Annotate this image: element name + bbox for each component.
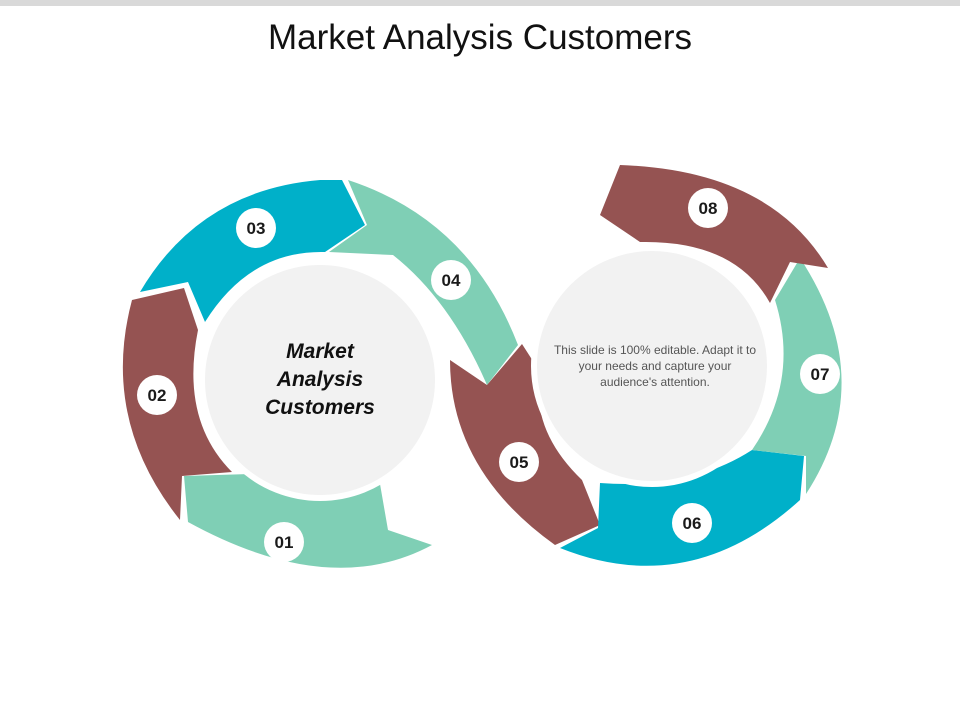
badge-02: 02 [137, 375, 177, 415]
badge-05-label: 05 [510, 453, 529, 472]
slide-title: Market Analysis Customers [267, 18, 693, 57]
badge-05: 05 [499, 442, 539, 482]
left-center-line-2: Analysis [276, 368, 364, 391]
segment-07-arrow [752, 258, 842, 494]
badge-07-label: 07 [811, 365, 830, 384]
badge-08: 08 [688, 188, 728, 228]
badge-03-label: 03 [247, 219, 266, 238]
right-center-text: This slide is 100% editable. Adapt it to… [553, 343, 757, 389]
segment-04-arrow [329, 180, 518, 385]
badge-04: 04 [431, 260, 471, 300]
right-inner-circle [531, 245, 773, 487]
left-center-line-3: Customers [265, 396, 375, 419]
badge-01-label: 01 [275, 533, 294, 552]
left-inner-circle [199, 259, 441, 501]
badge-07: 07 [800, 354, 840, 394]
badge-04-label: 04 [442, 271, 461, 290]
badge-08-label: 08 [699, 199, 718, 218]
segment-02-arrow [122, 288, 232, 520]
badge-01: 01 [264, 522, 304, 562]
segment-01-arrow [184, 474, 432, 568]
badge-02-label: 02 [148, 386, 167, 405]
left-center-text: Market Analysis Customers [230, 338, 410, 422]
segment-08-arrow [600, 165, 828, 303]
badge-06: 06 [672, 503, 712, 543]
left-center-line-1: Market [286, 340, 354, 363]
segment-03-arrow [140, 180, 365, 322]
badge-03: 03 [236, 208, 276, 248]
top-border [0, 0, 960, 6]
badge-06-label: 06 [683, 514, 702, 533]
